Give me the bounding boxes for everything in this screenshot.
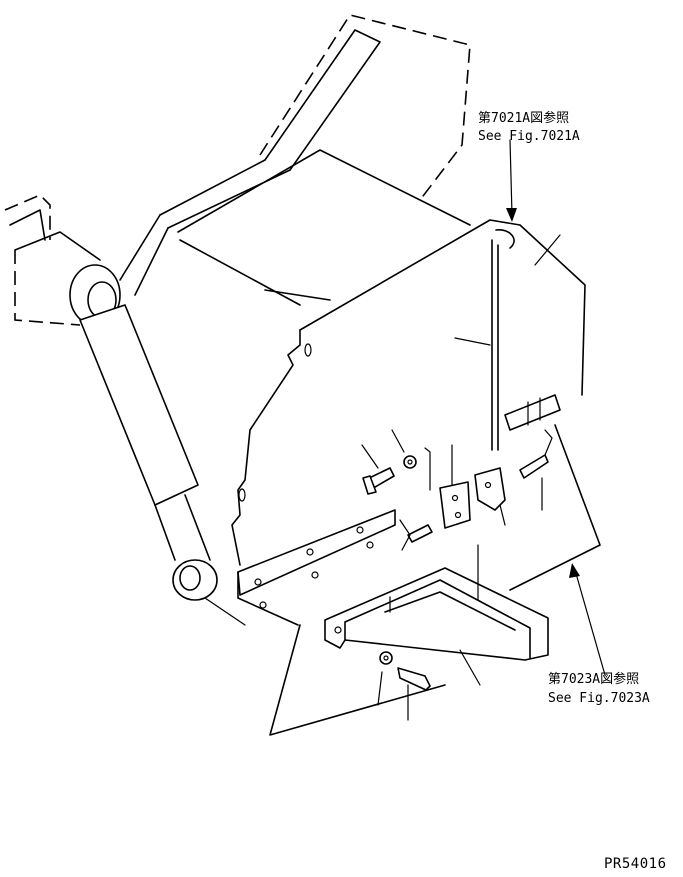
drawing-code: PR54016	[604, 856, 667, 872]
callout-top-en: See Fig.7021A	[478, 129, 580, 144]
boom-arm	[4, 194, 121, 326]
hydraulic-cylinder	[79, 304, 246, 626]
callout-bottom-en: See Fig.7023A	[548, 691, 650, 706]
mounting-bracket	[237, 509, 396, 626]
washer-lower	[379, 651, 393, 665]
bolt-lower	[397, 667, 431, 691]
clamp-block-left	[439, 481, 471, 529]
step-bracket	[324, 567, 549, 661]
clamp-block-right	[474, 467, 506, 511]
wing-bolt-right	[519, 454, 549, 479]
callout-bottom: 第7023A図参照 See Fig.7023A	[548, 671, 650, 706]
wing-bolt-center	[407, 524, 433, 543]
callout-top-jp: 第7021A図参照	[478, 110, 569, 126]
fasteners	[362, 429, 553, 691]
callout-bottom-jp: 第7023A図参照	[548, 671, 639, 687]
washer-upper	[403, 455, 417, 469]
leader-lines	[269, 139, 606, 736]
cover-plate	[231, 219, 586, 566]
machine-frame-outline	[119, 14, 471, 306]
callout-top: 第7021A図参照 See Fig.7021A	[478, 110, 580, 144]
